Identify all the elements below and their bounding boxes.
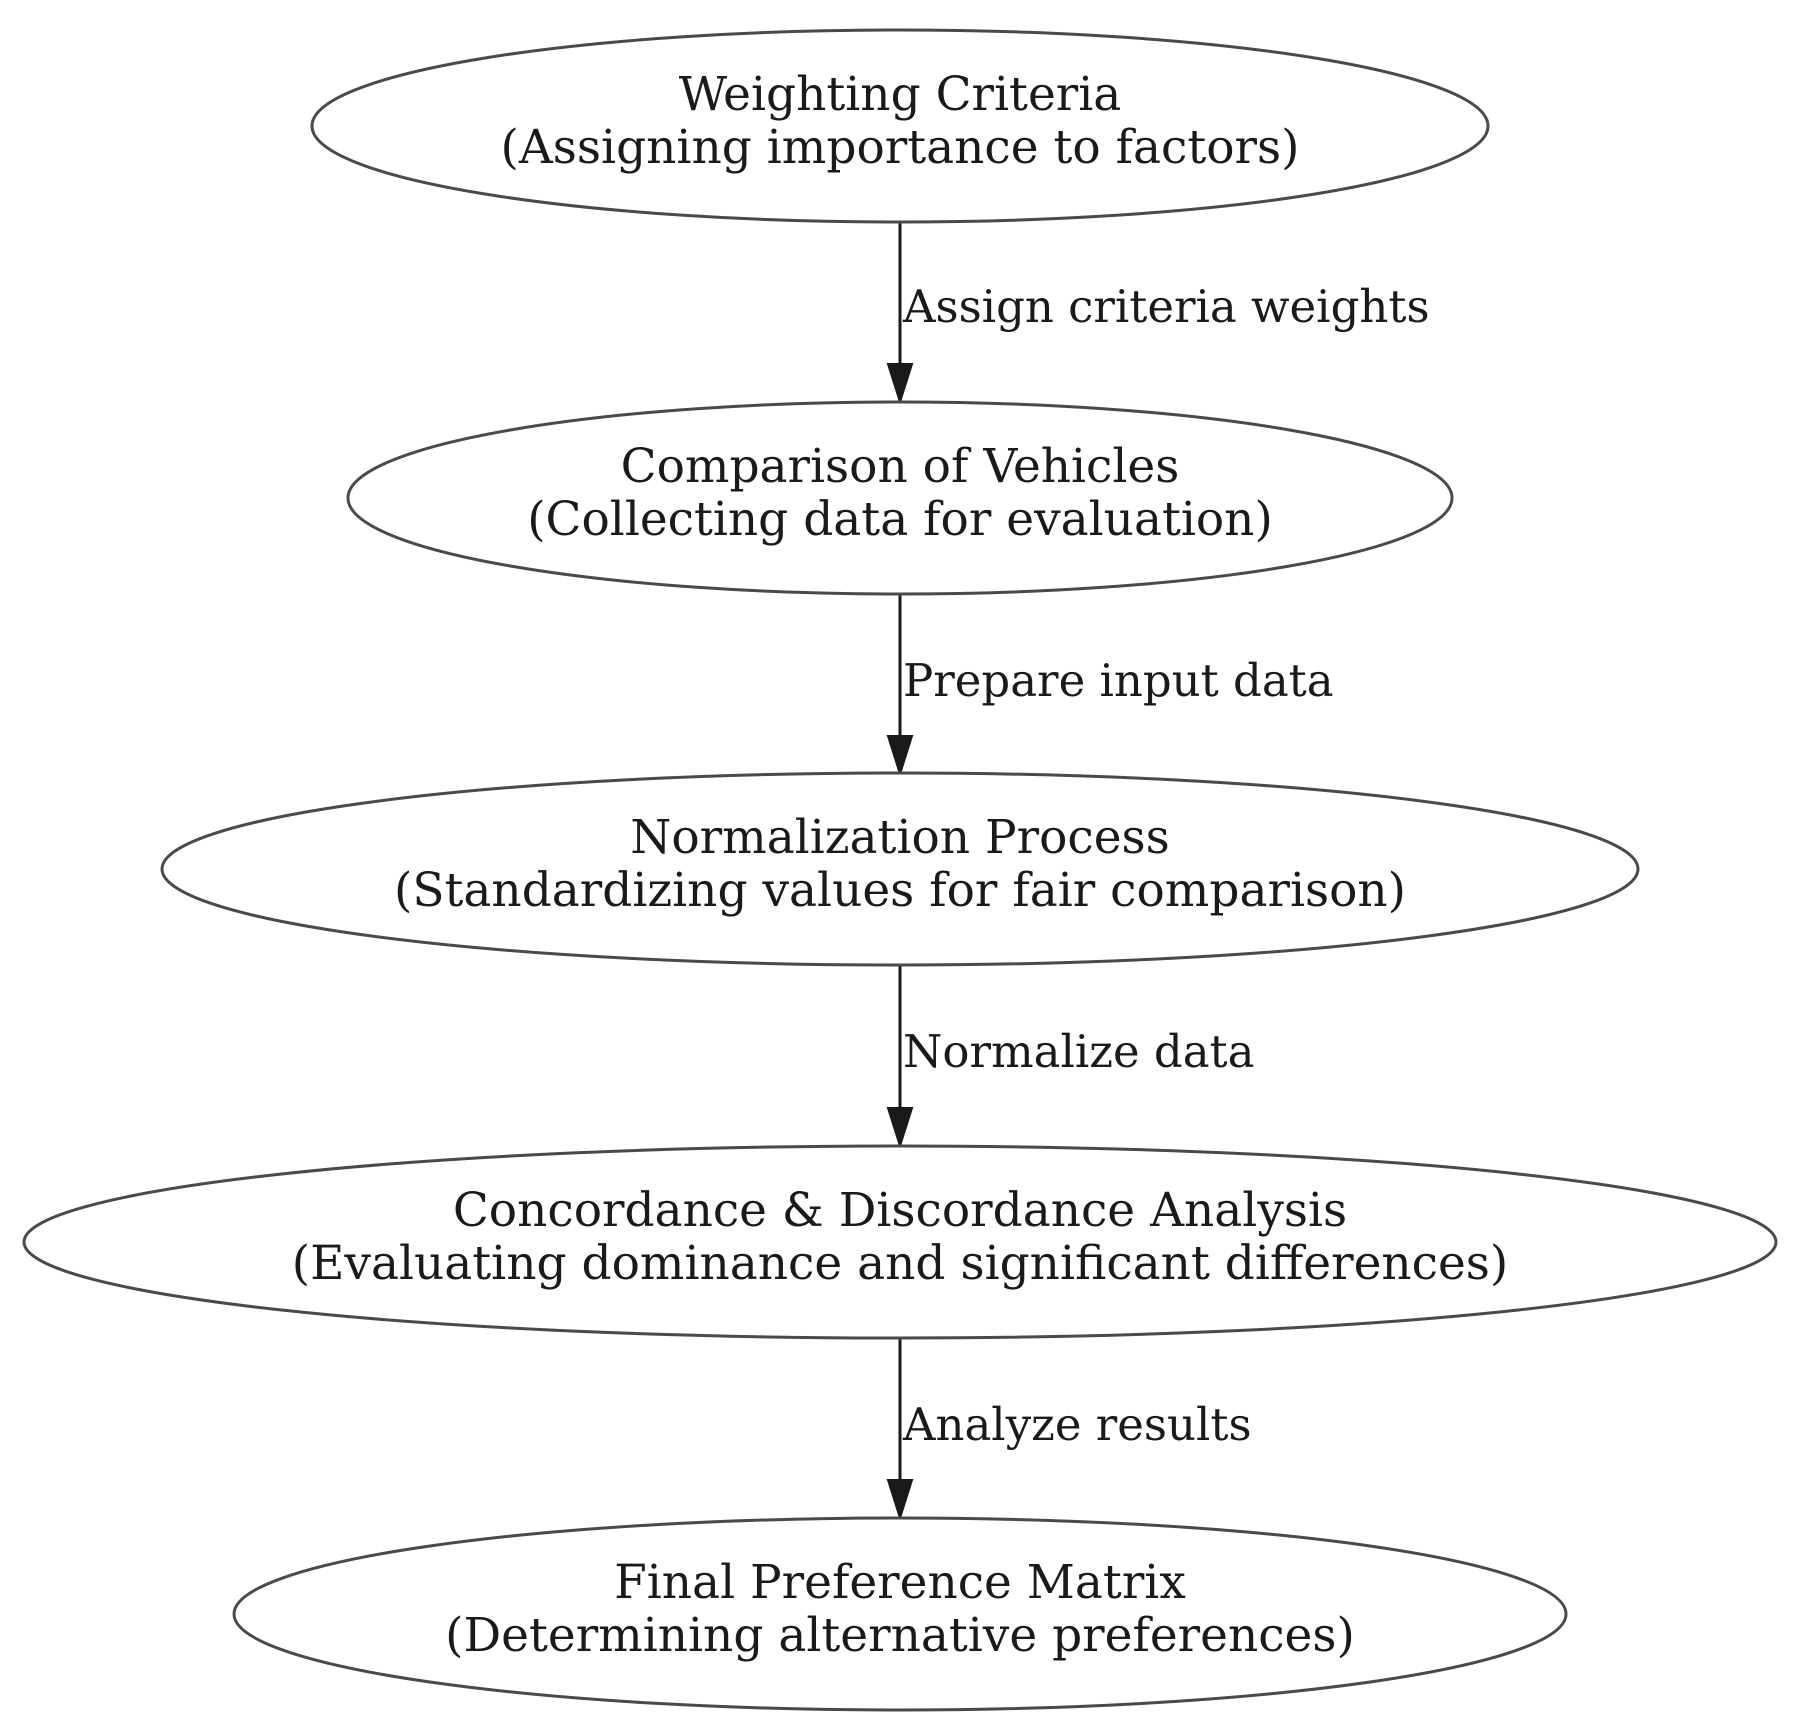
node-subtitle: (Determining alternative preferences) xyxy=(445,1608,1355,1663)
node-subtitle: (Assigning importance to factors) xyxy=(501,120,1300,175)
node-title: Comparison of Vehicles xyxy=(621,439,1180,494)
node-subtitle: (Evaluating dominance and significant di… xyxy=(292,1236,1509,1291)
node-title: Normalization Process xyxy=(630,810,1170,865)
arrowhead-icon xyxy=(886,1479,914,1522)
node-ellipse xyxy=(22,1144,1778,1340)
edge-label: Analyze results xyxy=(902,1398,1252,1451)
node-weighting-criteria: Weighting Criteria (Assigning importance… xyxy=(310,28,1490,224)
edge-weighting-to-comparison: Assign criteria weights xyxy=(886,222,1430,406)
edge-label: Prepare input data xyxy=(903,654,1334,707)
node-ellipse xyxy=(310,28,1490,224)
node-ellipse xyxy=(346,400,1454,596)
arrowhead-icon xyxy=(886,1107,914,1150)
node-title: Final Preference Matrix xyxy=(614,1555,1186,1610)
arrowhead-icon xyxy=(886,363,914,406)
edge-comparison-to-normalization: Prepare input data xyxy=(886,594,1334,778)
node-normalization-process: Normalization Process (Standardizing val… xyxy=(160,771,1640,967)
node-ellipse xyxy=(160,771,1640,967)
edge-label: Assign criteria weights xyxy=(902,280,1430,333)
node-concordance-discordance-analysis: Concordance & Discordance Analysis (Eval… xyxy=(22,1144,1778,1340)
node-final-preference-matrix: Final Preference Matrix (Determining alt… xyxy=(232,1516,1568,1712)
edge-normalization-to-analysis: Normalize data xyxy=(886,965,1254,1150)
arrowhead-icon xyxy=(886,735,914,778)
node-subtitle: (Collecting data for evaluation) xyxy=(527,492,1273,547)
node-ellipse xyxy=(232,1516,1568,1712)
node-title: Weighting Criteria xyxy=(679,67,1122,122)
node-title: Concordance & Discordance Analysis xyxy=(453,1183,1347,1238)
edge-label: Normalize data xyxy=(903,1025,1254,1078)
node-comparison-of-vehicles: Comparison of Vehicles (Collecting data … xyxy=(346,400,1454,596)
node-subtitle: (Standardizing values for fair compariso… xyxy=(394,863,1406,918)
edge-analysis-to-final: Analyze results xyxy=(886,1338,1252,1522)
